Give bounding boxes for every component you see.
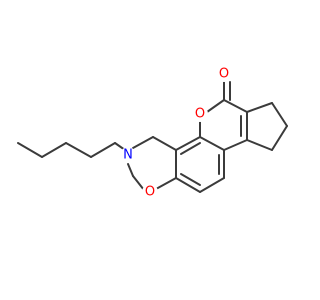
- pentyl-chain: [17, 142, 126, 158]
- atom-n-amine-label: N: [123, 148, 133, 163]
- chemical-structure-diagram: O O N O: [17, 66, 288, 200]
- atom-o-lactone: O: [192, 106, 208, 122]
- atom-o-ether-label: O: [145, 185, 155, 200]
- atom-o-carbonyl-label: O: [219, 67, 229, 82]
- lactone-ring: [199, 81, 248, 151]
- atom-o-lactone-label: O: [195, 107, 205, 122]
- oxazine-ring: [127, 136, 177, 191]
- atom-o-carbonyl: O: [216, 66, 232, 82]
- cyclopentane-ring: [246, 102, 288, 151]
- benzene-ring: [175, 136, 225, 193]
- atom-o-ether: O: [142, 184, 158, 200]
- atom-n-amine: N: [120, 147, 136, 163]
